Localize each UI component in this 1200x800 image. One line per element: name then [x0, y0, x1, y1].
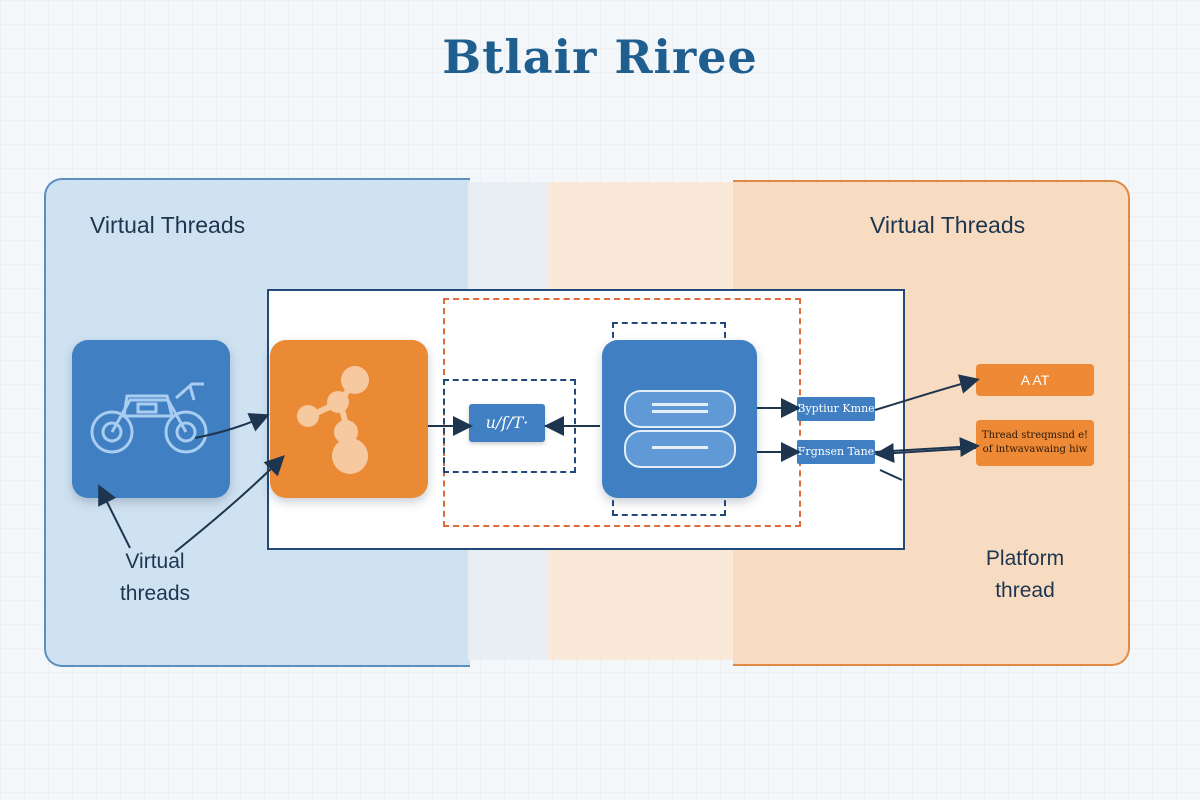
arrow-tag-to-output-upper [874, 374, 980, 411]
annotation-left-line1: Virtual [125, 550, 185, 573]
right-zone-label: Virtual Threads [870, 212, 1026, 238]
output-lower[interactable]: Thread streqmsnd e! of intwavawaing hiw [976, 420, 1094, 466]
output-lower-line1: Thread streqmsnd e! [981, 430, 1089, 441]
motorcycle-icon [90, 382, 208, 454]
arrow-annotation-left-orange [174, 455, 285, 553]
scheduler-card[interactable] [270, 340, 428, 498]
arrow-annotation-left-card [98, 484, 131, 549]
stack-frame-lower [624, 430, 736, 468]
platform-thread-annotation: Platform thread [965, 543, 1085, 607]
line-platform-hint [879, 469, 903, 481]
continuation-box[interactable]: u/ſ/T· [469, 404, 545, 442]
virtual-threads-annotation: Virtual threads [100, 546, 210, 610]
tag-lower[interactable]: Frgnsen Tane [797, 440, 875, 464]
left-zone-label: Virtual Threads [90, 212, 246, 238]
molecule-icon [297, 366, 369, 474]
arrow-virtual-to-scheduler [194, 413, 270, 439]
stack-frame-upper [624, 390, 736, 428]
annotation-left-line2: threads [119, 582, 191, 605]
output-upper[interactable]: A AT [976, 364, 1094, 396]
output-lower-line2: of intwavawaing hiw [982, 444, 1088, 455]
annotation-right-line1: Platform [985, 547, 1065, 570]
arrow-output-back [874, 443, 977, 464]
annotation-right-line2: thread [995, 579, 1055, 602]
virtual-thread-card[interactable] [72, 340, 230, 498]
tag-upper[interactable]: Byptiur Kmne [797, 397, 875, 421]
page-title: Btlair Riree [442, 30, 758, 84]
